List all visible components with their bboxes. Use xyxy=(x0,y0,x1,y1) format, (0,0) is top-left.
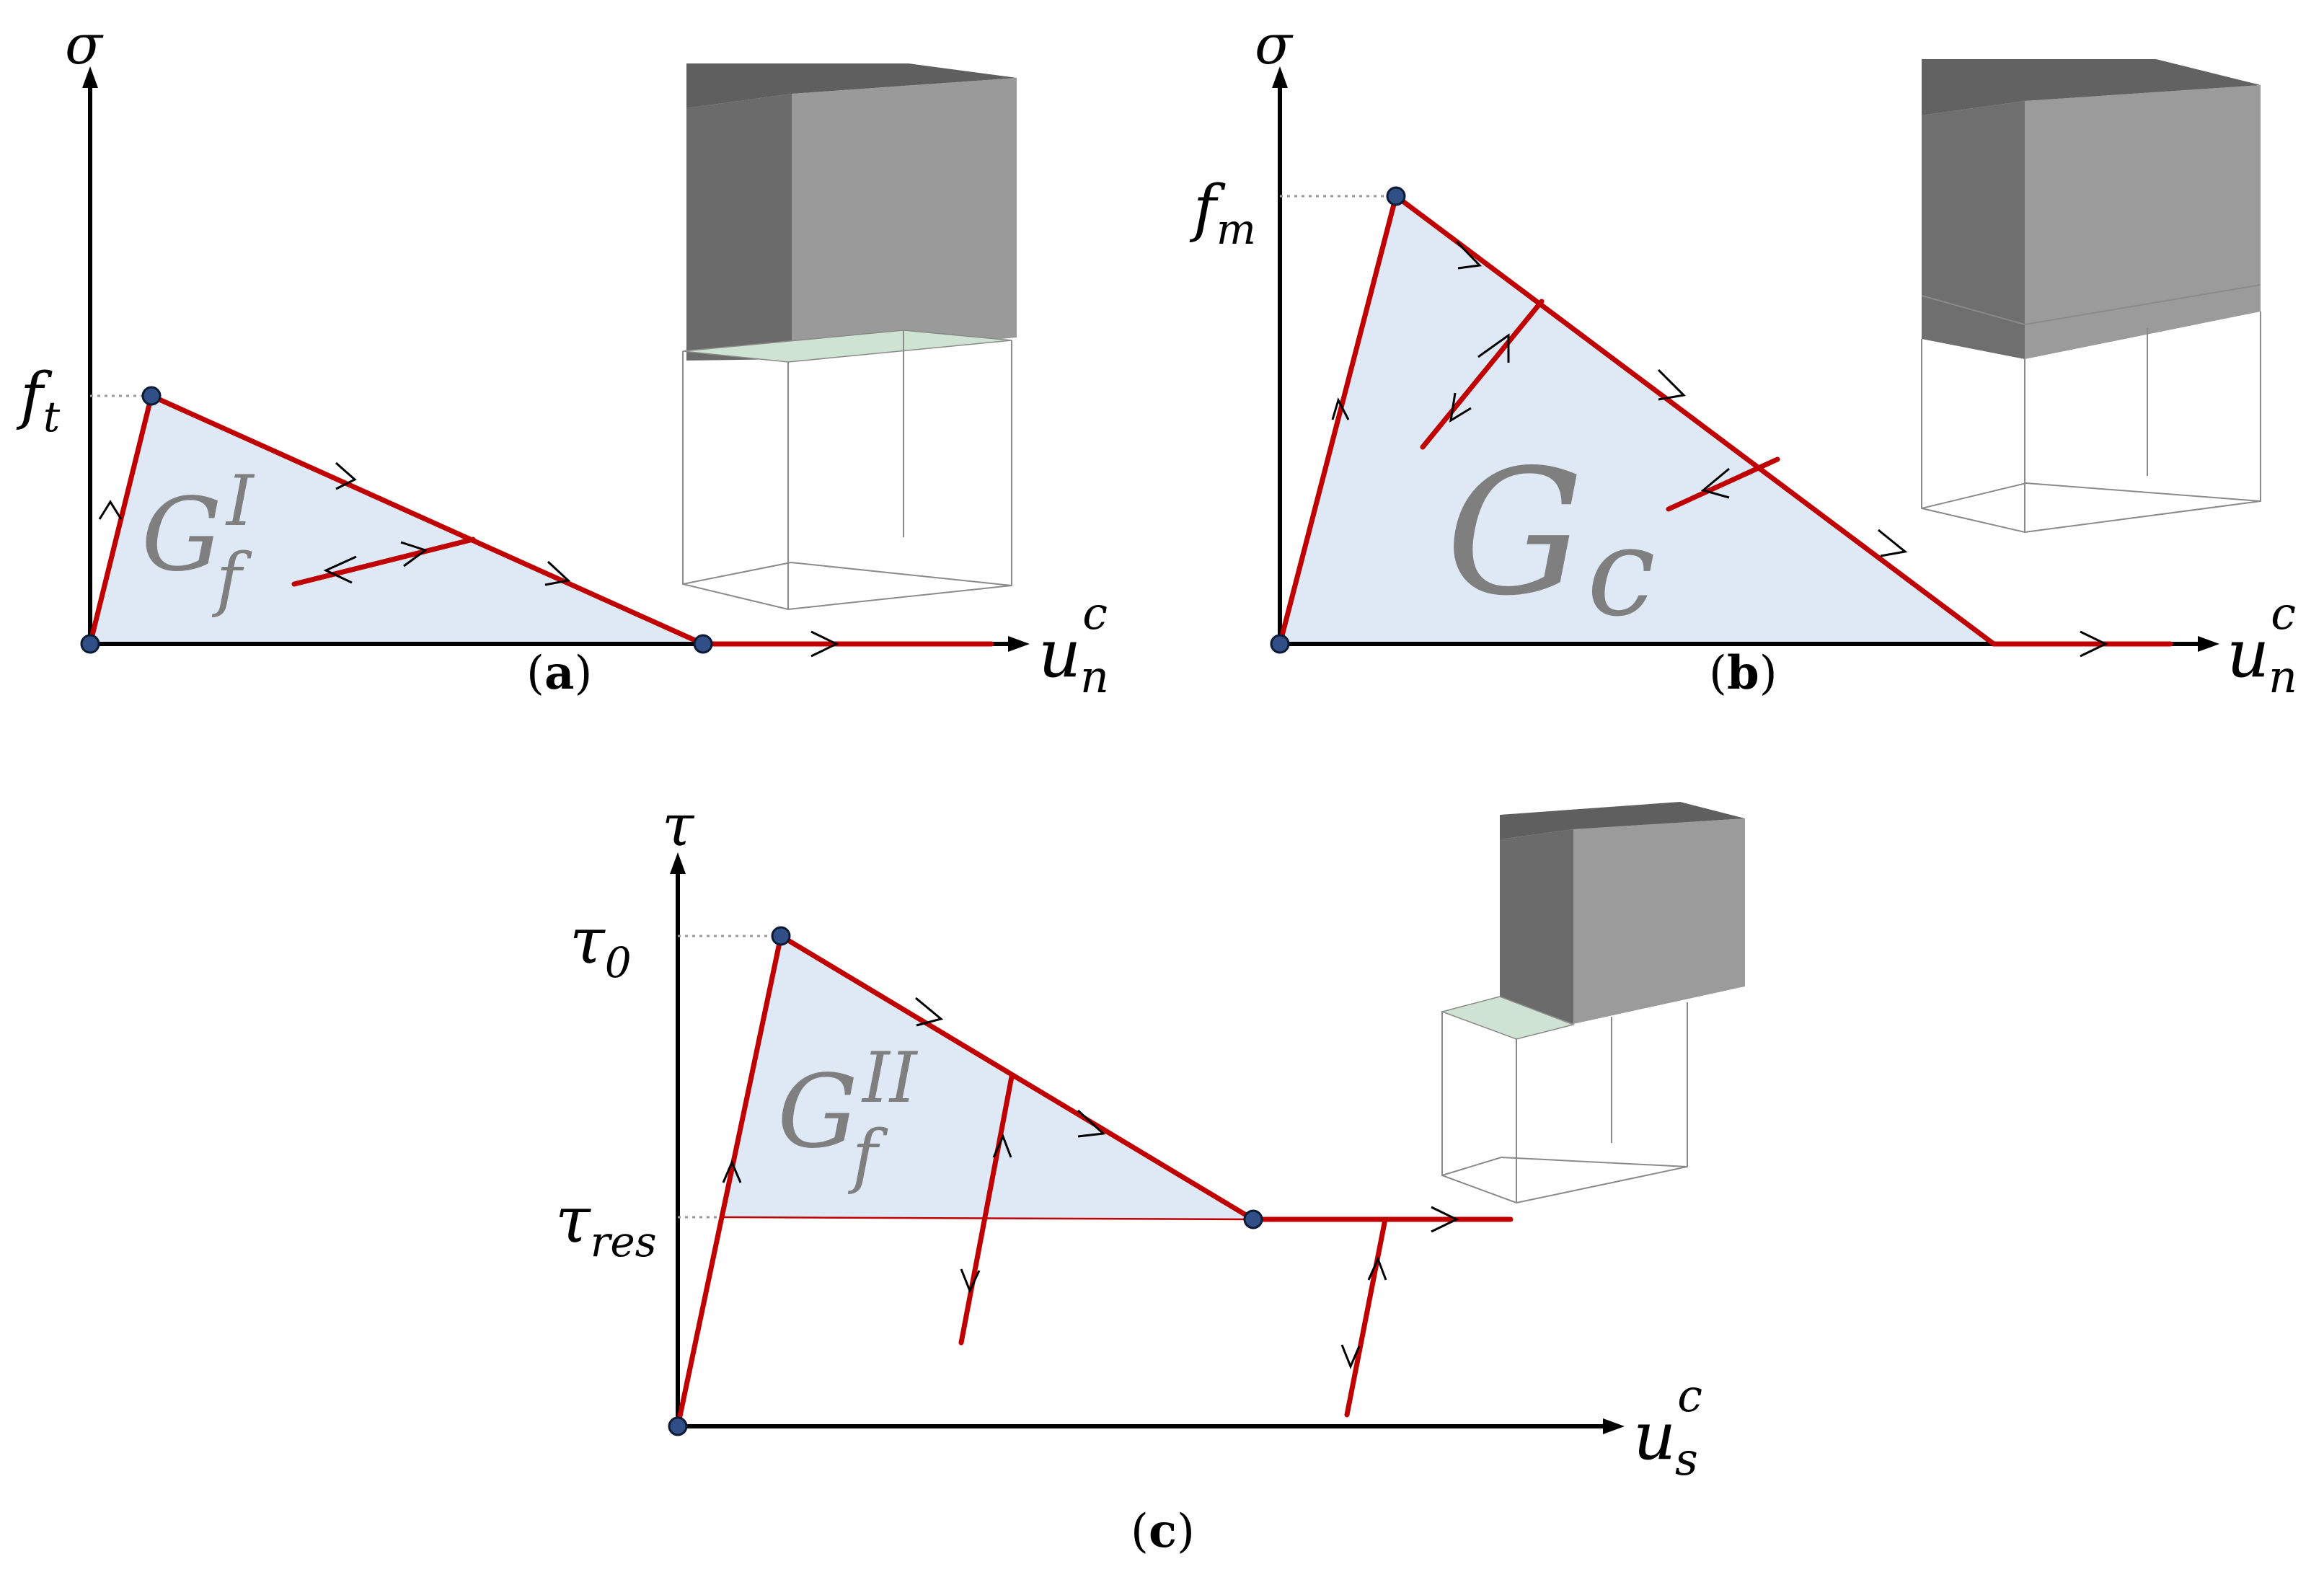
direction-arrow xyxy=(960,1268,981,1294)
direction-arrow xyxy=(1700,467,1730,499)
unload-reload-path-c-2 xyxy=(1344,1216,1388,1418)
direction-arrow xyxy=(400,541,428,567)
direction-arrow xyxy=(1367,1256,1387,1281)
interface-block-illustration-a xyxy=(682,63,1017,611)
node-peak-c xyxy=(771,926,791,946)
direction-arrow xyxy=(1657,368,1687,401)
node-peak-a xyxy=(141,386,162,406)
direction-arrow xyxy=(1431,1206,1459,1233)
caption-b: (b) xyxy=(1709,646,1777,700)
unload-reload-path-b-2 xyxy=(1666,456,1780,512)
direction-arrow xyxy=(335,461,357,490)
residual-label-c: τres xyxy=(555,1183,657,1266)
caption-a: (a) xyxy=(526,646,592,700)
area-label-b: Gc xyxy=(1446,432,1656,644)
x-axis-arrow-a xyxy=(1008,636,1030,652)
peak-label-a: ft xyxy=(16,360,61,441)
softening-curve-a xyxy=(87,392,994,647)
node-origin-c xyxy=(668,1416,688,1436)
residual-line-c xyxy=(723,1216,1254,1221)
fracture-energy-area-c xyxy=(723,936,1253,1219)
interface-block-illustration-b xyxy=(1921,59,2261,534)
y-axis-arrow-a xyxy=(82,66,98,88)
node-peak-b xyxy=(1386,186,1406,206)
unload-reload-path-a xyxy=(291,536,476,587)
direction-arrow xyxy=(1878,529,1908,557)
y-axis-label-a: σ xyxy=(65,12,104,76)
x-axis-arrow-b xyxy=(2198,636,2219,652)
softening-curve-b xyxy=(1277,192,2173,647)
direction-arrow xyxy=(544,560,571,586)
peak-label-c: τ0 xyxy=(570,904,632,987)
y-axis-arrow-b xyxy=(1272,66,1288,88)
node-end-c xyxy=(1243,1209,1263,1229)
direction-arrow xyxy=(1455,240,1483,270)
x-axis-arrow-c xyxy=(1603,1418,1625,1434)
direction-arrow xyxy=(722,1160,742,1183)
direction-arrow xyxy=(992,1134,1012,1158)
direction-arrow xyxy=(98,500,123,520)
direction-arrow xyxy=(1449,392,1472,423)
direction-arrow xyxy=(323,555,357,584)
caption-c: (c) xyxy=(1131,1504,1195,1558)
interface-block-illustration-c xyxy=(1440,802,1745,1204)
peak-label-b: fm xyxy=(1189,172,1256,254)
direction-arrow xyxy=(1077,1109,1106,1138)
softening-curve-c xyxy=(675,932,1514,1429)
fracture-energy-area-b xyxy=(1280,196,1994,644)
direction-arrow xyxy=(810,630,839,658)
unload-reload-path-b-1 xyxy=(1420,299,1545,450)
y-axis-arrow-c xyxy=(670,852,686,874)
y-axis-label-b: σ xyxy=(1255,12,1294,76)
direction-arrow xyxy=(1331,397,1350,420)
fracture-energy-area-a xyxy=(90,396,703,644)
node-end-a xyxy=(693,634,713,654)
direction-arrow xyxy=(2080,630,2108,658)
node-origin-b xyxy=(1270,634,1290,654)
direction-arrow xyxy=(1477,333,1510,363)
node-origin-a xyxy=(80,634,100,654)
y-axis-label-c: τ xyxy=(662,792,695,859)
direction-arrow xyxy=(1340,1344,1361,1369)
direction-arrow xyxy=(915,997,944,1027)
unload-reload-path-c-1 xyxy=(958,1074,1015,1346)
